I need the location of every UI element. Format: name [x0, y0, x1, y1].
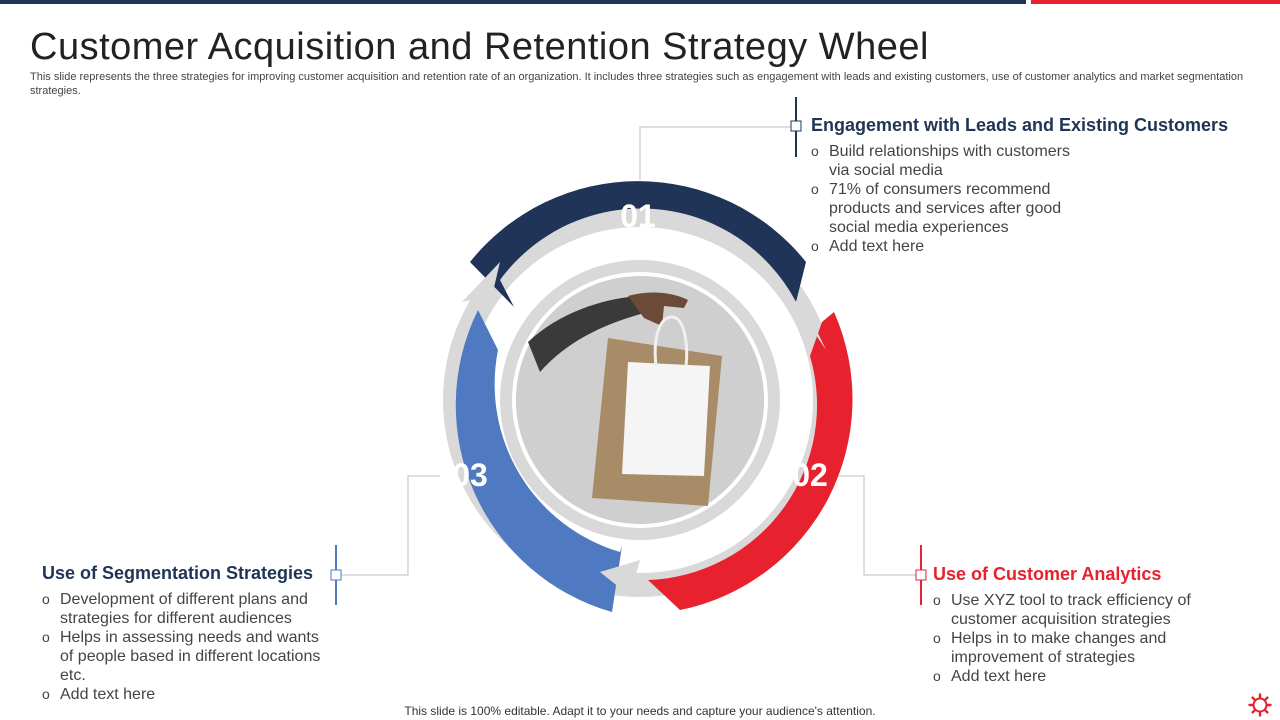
segment-02-number: 02 [792, 457, 828, 493]
strategy-03-point: Development of different plans and strat… [42, 590, 332, 628]
connector-03 [340, 475, 440, 576]
paper-bag-white [622, 362, 710, 476]
strategy-01-point: Add text here [811, 237, 1081, 256]
arrow-03-01 [462, 262, 500, 302]
segment-03-number: 03 [452, 457, 488, 493]
connector-01 [639, 126, 792, 180]
hand [628, 292, 688, 326]
gear-icon[interactable] [1248, 693, 1272, 717]
slide-subtitle: This slide represents the three strategi… [30, 71, 1244, 97]
strategy-03-point: Add text here [42, 685, 332, 704]
segment-02-arc [648, 312, 853, 610]
strategy-02-point: Add text here [933, 667, 1213, 686]
segment-01-arc [470, 181, 806, 307]
top-accent-bar-navy [0, 0, 1026, 4]
center-image [516, 276, 764, 524]
arm-sleeve [528, 296, 648, 372]
slide-title: Customer Acquisition and Retention Strat… [30, 26, 929, 68]
strategy-01-heading: Engagement with Leads and Existing Custo… [811, 115, 1229, 135]
connector-node-03 [330, 569, 342, 581]
slide-footer: This slide is 100% editable. Adapt it to… [404, 704, 876, 718]
connector-node-02 [915, 569, 927, 581]
top-accent-bar-red [1031, 0, 1280, 4]
segment-03-arc [455, 310, 622, 612]
strategy-02-point: Helps in to make changes and improvement… [933, 629, 1213, 667]
segment-01-number: 01 [620, 198, 656, 234]
arrow-02-03 [600, 560, 640, 596]
strategy-03-heading: Use of Segmentation Strategies [42, 563, 314, 583]
strategy-02-point: Use XYZ tool to track efficiency of cust… [933, 591, 1213, 629]
strategy-03-points: Development of different plans and strat… [42, 590, 332, 704]
strategy-01-points: Build relationships with customers via s… [811, 142, 1081, 256]
strategy-03-point: Helps in assessing needs and wants of pe… [42, 628, 332, 685]
connector-02 [838, 475, 916, 576]
strategy-02-points: Use XYZ tool to track efficiency of cust… [933, 591, 1213, 686]
strategy-01-point: Build relationships with customers via s… [811, 142, 1081, 180]
strategy-02-heading: Use of Customer Analytics [933, 564, 1162, 584]
arrow-01-02 [790, 296, 826, 350]
strategy-01-point: 71% of consumers recommend products and … [811, 180, 1081, 237]
connector-node-01 [790, 120, 802, 132]
bag-handle [653, 315, 689, 367]
